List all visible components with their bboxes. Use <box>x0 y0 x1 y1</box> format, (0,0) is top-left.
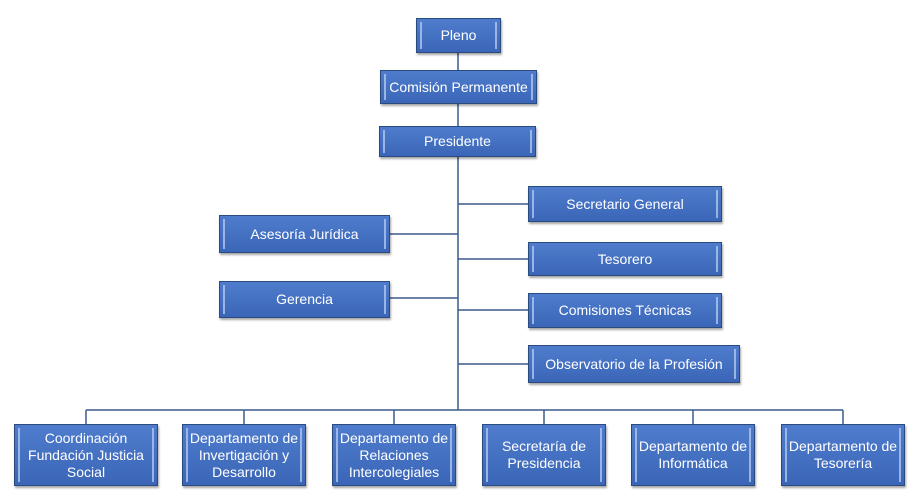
box-presidente: Presidente <box>379 126 536 157</box>
box-pleno-label: Pleno <box>440 27 477 43</box>
box-gerencia: Gerencia <box>219 281 390 318</box>
box-departamento-tesoreria: Departamento de Tesorería <box>781 424 905 486</box>
box-departamento-tesoreria-label: Departamento de Tesorería <box>788 438 898 471</box>
box-secretaria-presidencia-label: Secretaría de Presidencia <box>501 438 587 471</box>
box-secretaria-presidencia: Secretaría de Presidencia <box>482 424 606 486</box>
box-secretario-general: Secretario General <box>528 186 722 222</box>
box-observatorio-label: Observatorio de la Profesión <box>545 355 723 372</box>
box-departamento-relaciones: Departamento de Relaciones Intercolegial… <box>332 424 456 486</box>
box-comisiones-tecnicas: Comisiones Técnicas <box>528 293 722 328</box>
box-presidente-label: Presidente <box>424 133 491 149</box>
box-coordinacion-fundacion-label: Coordinación Fundación Justicia Social <box>28 429 144 480</box>
box-pleno: Pleno <box>416 18 501 53</box>
box-departamento-informatica: Departamento de Informática <box>631 424 755 486</box>
box-departamento-relaciones-label: Departamento de Relaciones Intercolegial… <box>339 429 449 480</box>
box-comision-permanente: Comisión Permanente <box>380 70 537 104</box>
box-coordinacion-fundacion: Coordinación Fundación Justicia Social <box>14 424 158 486</box>
box-tesorero: Tesorero <box>528 242 722 276</box>
box-comisiones-tecnicas-label: Comisiones Técnicas <box>558 302 692 318</box>
box-secretario-general-label: Secretario General <box>566 195 684 212</box>
box-asesoria-juridica: Asesoría Jurídica <box>219 215 390 253</box>
box-asesoria-juridica-label: Asesoría Jurídica <box>250 225 359 242</box>
box-departamento-investigacion: Departamento de Invertigación y Desarrol… <box>182 424 306 486</box>
box-gerencia-label: Gerencia <box>276 291 333 307</box>
box-departamento-informatica-label: Departamento de Informática <box>638 438 748 471</box>
box-comision-permanente-label: Comisión Permanente <box>389 78 528 95</box>
box-observatorio: Observatorio de la Profesión <box>528 345 740 383</box>
box-departamento-investigacion-label: Departamento de Invertigación y Desarrol… <box>189 429 299 480</box>
box-tesorero-label: Tesorero <box>597 250 653 267</box>
